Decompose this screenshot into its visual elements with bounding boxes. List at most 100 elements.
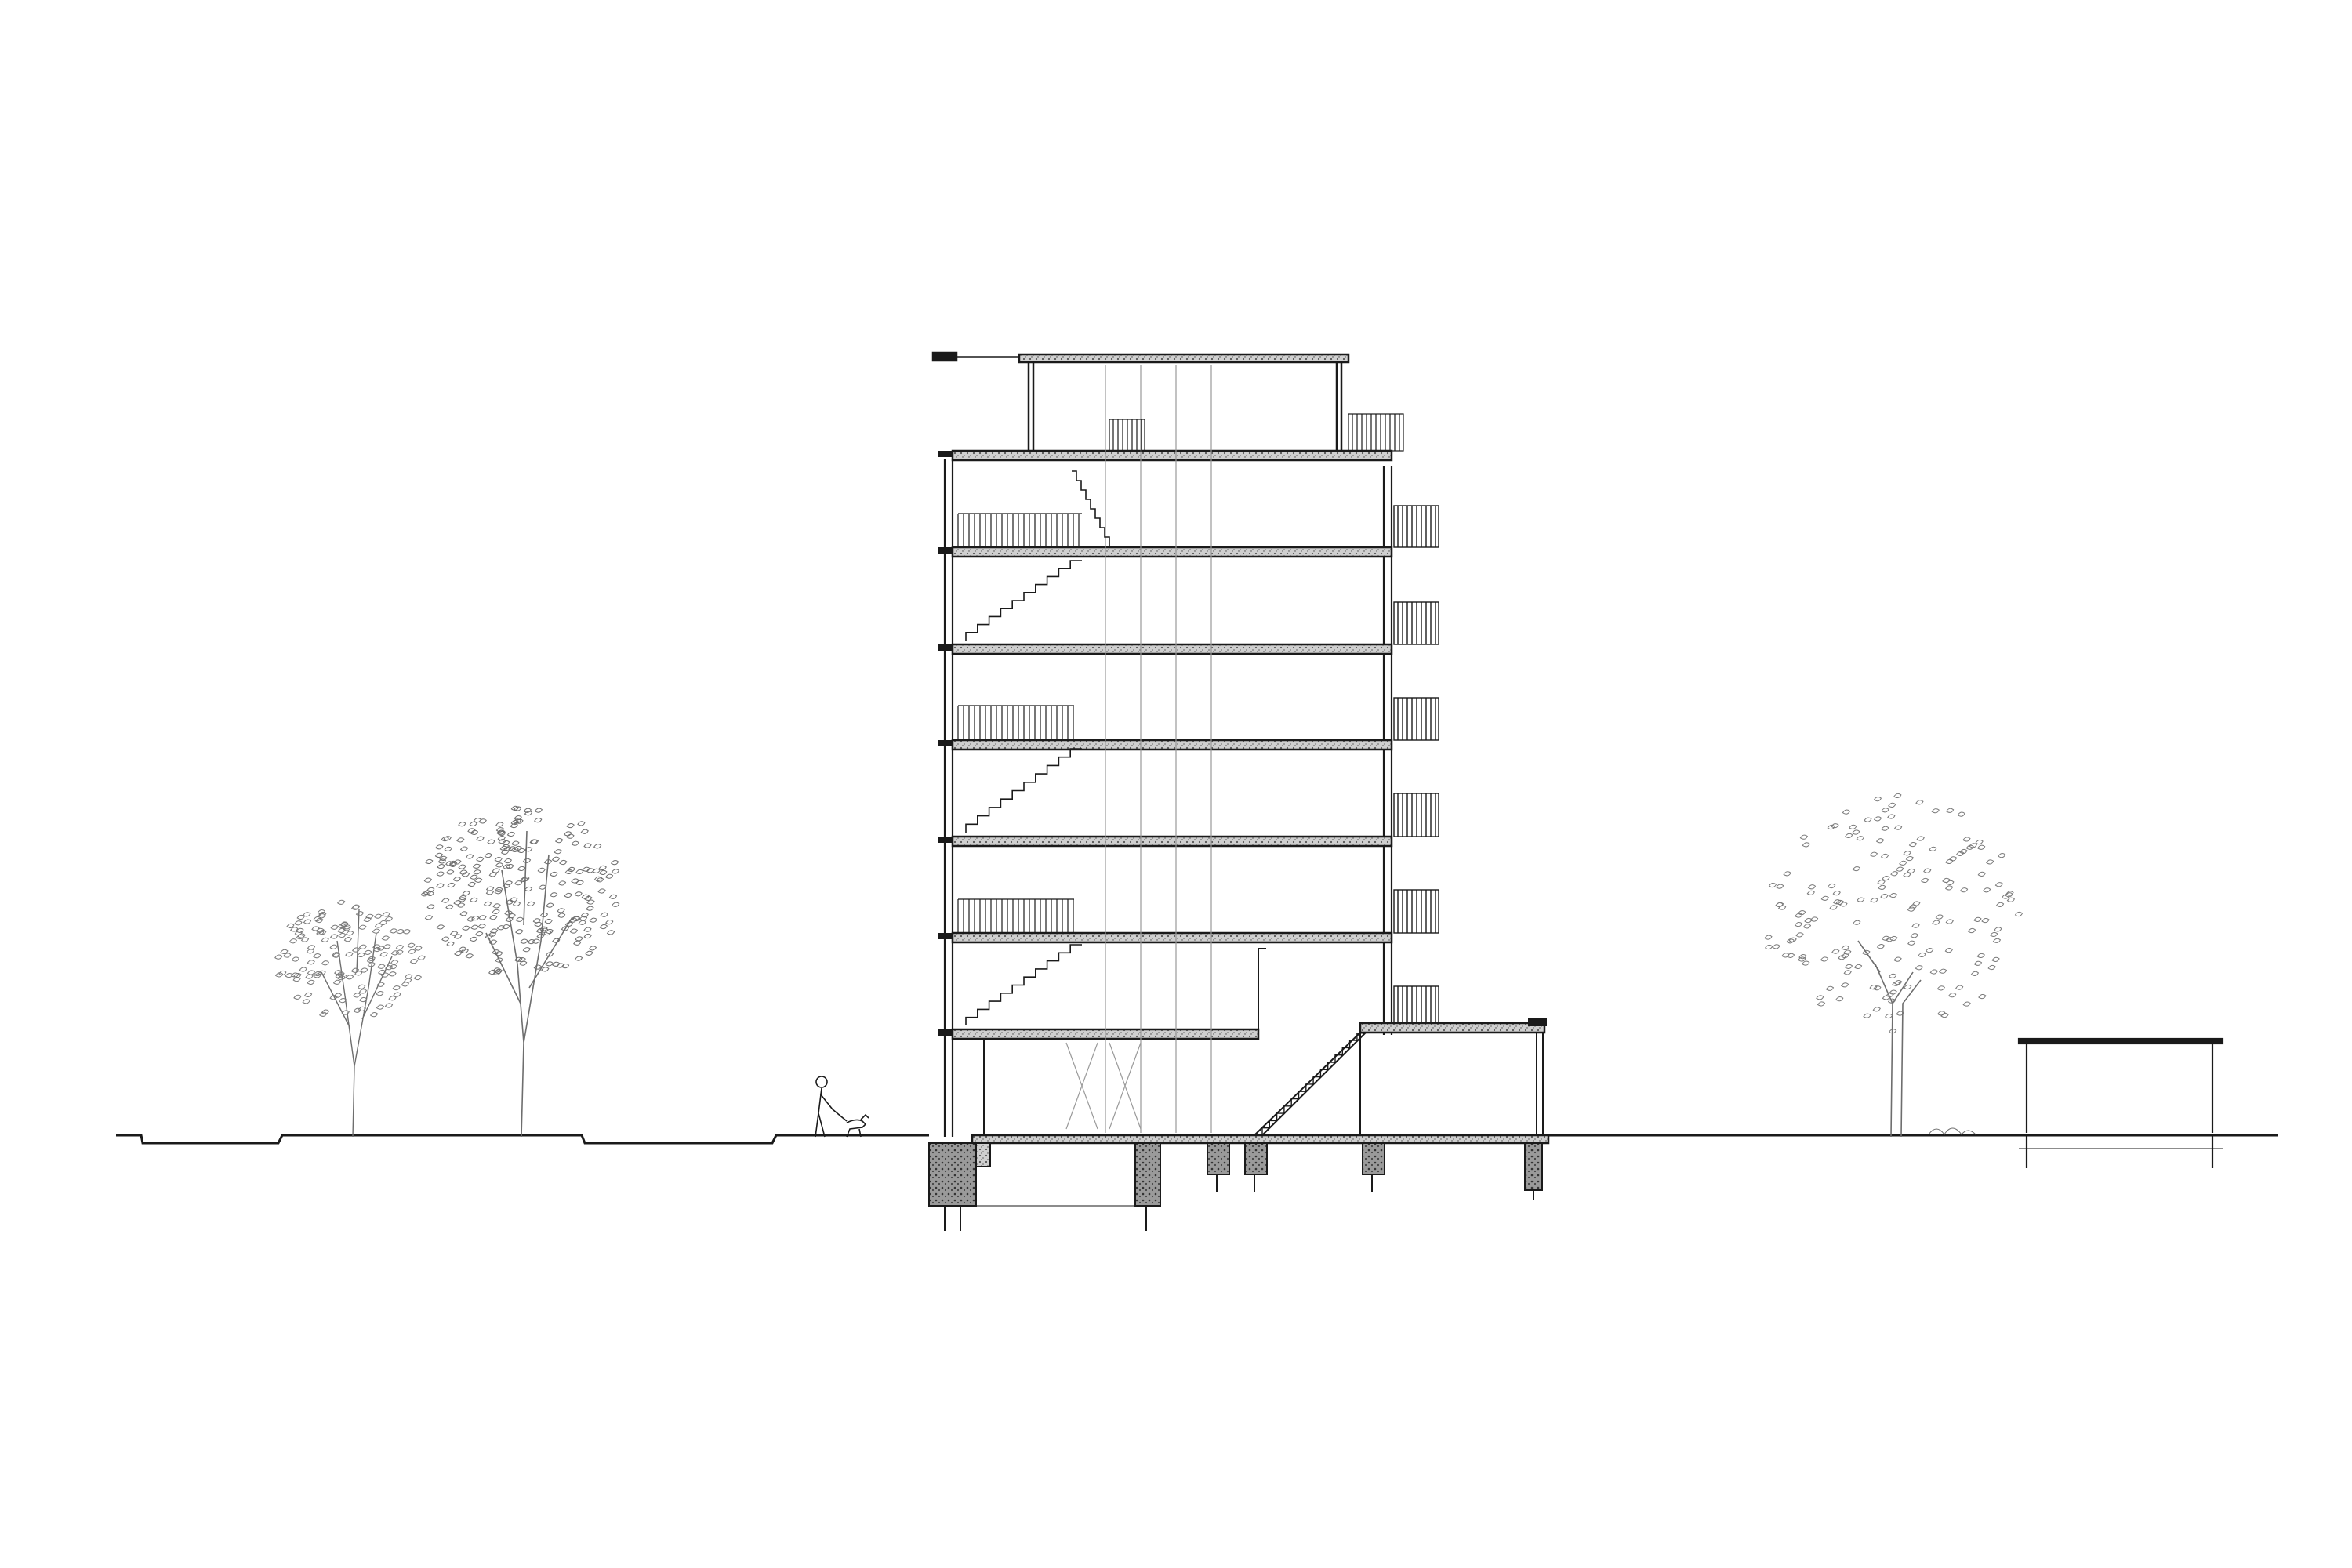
- leaf: [1884, 1013, 1893, 1019]
- leaf: [1931, 808, 1940, 814]
- leaf: [520, 938, 528, 944]
- leaf: [1903, 872, 1911, 877]
- leaf: [1910, 933, 1918, 938]
- leaf: [290, 927, 299, 932]
- leaf: [283, 953, 292, 958]
- leaf: [605, 920, 614, 925]
- leaf: [1944, 885, 1954, 891]
- leaf: [280, 949, 289, 954]
- leaf: [476, 856, 485, 862]
- leaf: [318, 911, 327, 917]
- leaf: [1948, 856, 1958, 862]
- leaf: [1887, 998, 1896, 1004]
- leaf: [1852, 829, 1860, 835]
- leaf: [526, 901, 535, 906]
- leaf: [1998, 853, 2006, 858]
- leaf: [549, 892, 558, 898]
- balconies: [1393, 505, 1439, 1024]
- leaf: [495, 822, 504, 827]
- leaf: [313, 971, 322, 977]
- leaf: [1893, 979, 1903, 985]
- leaf: [296, 914, 305, 920]
- tree-left-small-foliage: [274, 899, 426, 1018]
- leaf: [1969, 843, 1977, 848]
- leaf: [1764, 944, 1773, 950]
- leaf: [311, 926, 320, 931]
- leaf: [569, 928, 579, 934]
- leaf: [453, 934, 463, 939]
- leaf: [1970, 971, 1980, 976]
- leaf: [337, 975, 346, 981]
- leaf: [285, 972, 293, 978]
- leaf: [469, 936, 478, 942]
- leaf: [319, 1011, 328, 1017]
- leaf: [321, 937, 329, 942]
- leaf: [1918, 952, 1926, 958]
- leaf: [1876, 944, 1886, 949]
- leaf: [1888, 973, 1897, 978]
- leaf: [512, 901, 521, 906]
- leaf: [586, 906, 594, 911]
- leaf: [551, 856, 561, 862]
- leaf: [466, 916, 475, 922]
- leaf: [1853, 964, 1863, 970]
- leaf: [316, 927, 325, 933]
- leaf: [474, 877, 483, 883]
- leaf: [514, 815, 522, 821]
- leaf: [390, 950, 400, 956]
- leaf: [492, 909, 500, 914]
- leaf: [1888, 802, 1896, 808]
- rooftop-pavilion: [931, 351, 1350, 451]
- leaf: [559, 859, 568, 866]
- leaf: [390, 960, 399, 965]
- leaf: [1907, 906, 1916, 912]
- leaf: [426, 891, 434, 896]
- leaf: [566, 833, 575, 839]
- leaf: [1887, 814, 1896, 819]
- leaf: [307, 945, 316, 950]
- leaf: [458, 822, 466, 827]
- leaf: [1827, 824, 1835, 830]
- leaf: [495, 887, 503, 892]
- leaf: [377, 964, 386, 969]
- leaf: [417, 955, 426, 960]
- leaf: [1869, 851, 1878, 857]
- leaf: [577, 821, 586, 826]
- stair-flight: [965, 944, 1082, 1025]
- leaf: [589, 917, 597, 923]
- leaf: [1870, 898, 1878, 903]
- leaf: [372, 946, 382, 953]
- leaf: [404, 974, 413, 979]
- leaf: [501, 840, 510, 846]
- leaf: [1990, 931, 1998, 938]
- leaf: [278, 970, 287, 976]
- leaf: [1857, 897, 1865, 902]
- leaf: [514, 880, 523, 886]
- leaf: [554, 849, 562, 855]
- leaf: [452, 877, 461, 882]
- leaf: [297, 933, 306, 938]
- leaf: [503, 858, 512, 864]
- leaf: [583, 933, 592, 939]
- leaf: [307, 979, 315, 985]
- leaf: [360, 967, 368, 973]
- leaf: [369, 1012, 379, 1018]
- leaf: [514, 806, 522, 811]
- leaf: [1907, 868, 1915, 874]
- leaf: [1893, 956, 1902, 962]
- leaf: [470, 829, 479, 835]
- leaf: [586, 899, 595, 905]
- leaf: [1853, 920, 1861, 925]
- leaf: [1977, 844, 1986, 850]
- leaf: [453, 859, 462, 865]
- leaf: [456, 837, 465, 843]
- leaf: [485, 934, 493, 939]
- leaf: [401, 982, 409, 987]
- leaf: [550, 871, 558, 877]
- leaf: [1992, 938, 2002, 943]
- leaf: [454, 950, 463, 956]
- leaf: [500, 849, 510, 855]
- leaf: [1881, 826, 1889, 831]
- leaf: [1945, 808, 1955, 813]
- leaf: [1873, 816, 1882, 822]
